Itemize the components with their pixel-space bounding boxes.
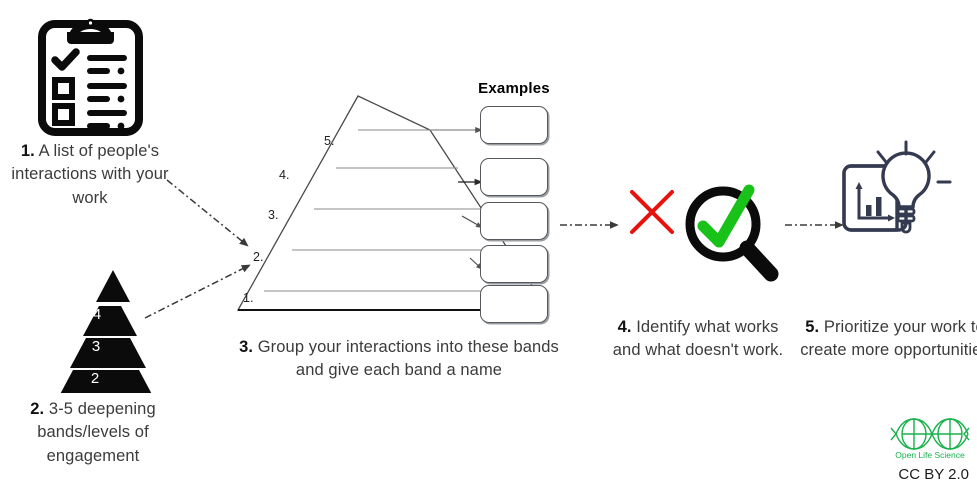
step-5-caption: 5. Prioritize your work to create more o… (800, 316, 977, 363)
pyramid-band-label-2: 2. (253, 250, 264, 264)
logo-caption: Open Life Science (895, 450, 965, 460)
step-3-text: Group your interactions into these bands… (257, 338, 559, 380)
step-2-text: 3-5 deepening bands/levels of engagement (37, 400, 156, 465)
step-5-text: Prioritize your work to create more oppo… (800, 318, 977, 360)
step-2-number: 2. (30, 400, 45, 418)
pyramid-band-label-1: 1. (243, 291, 254, 305)
example-box-4[interactable] (480, 245, 548, 283)
magnifier-check-icon (681, 182, 781, 287)
clipboard-checklist-icon (33, 8, 148, 138)
example-box-3[interactable] (480, 202, 548, 240)
pyramid-band-label-4: 4. (279, 168, 290, 182)
example-box-1[interactable] (480, 106, 548, 144)
step-1-text: A list of people's interactions with you… (11, 142, 169, 207)
example-box-5[interactable] (480, 285, 548, 323)
step-4-number: 4. (617, 318, 632, 336)
mini-band-label-3: 3 (91, 338, 101, 355)
step-3-caption: 3. Group your interactions into these ba… (232, 336, 566, 383)
step-3-number: 3. (239, 338, 254, 356)
pyramid-band-label-3: 3. (268, 208, 279, 222)
mini-band-label-5: 5 (92, 274, 102, 291)
examples-heading: Examples (478, 80, 550, 97)
mini-band-label-2: 2 (90, 370, 100, 387)
license-text: CC BY 2.0 (898, 466, 969, 483)
example-box-2[interactable] (480, 158, 548, 196)
mini-pyramid-icon (52, 268, 174, 393)
pyramid-band-label-5: 5. (324, 134, 335, 148)
lightbulb-chart-icon (830, 140, 956, 255)
step-2-caption: 2. 3-5 deepening bands/levels of engagem… (4, 398, 182, 468)
step-4-caption: 4. Identify what works and what doesn't … (602, 316, 794, 363)
step-1-number: 1. (20, 142, 35, 160)
step-1-caption: 1. A list of people's interactions with … (4, 140, 176, 210)
open-life-science-logo-icon (888, 414, 972, 454)
mini-band-label-4: 4 (92, 306, 102, 323)
step-5-number: 5. (805, 318, 820, 336)
step-4-text: Identify what works and what doesn't wor… (612, 318, 784, 360)
cross-icon (626, 186, 678, 238)
